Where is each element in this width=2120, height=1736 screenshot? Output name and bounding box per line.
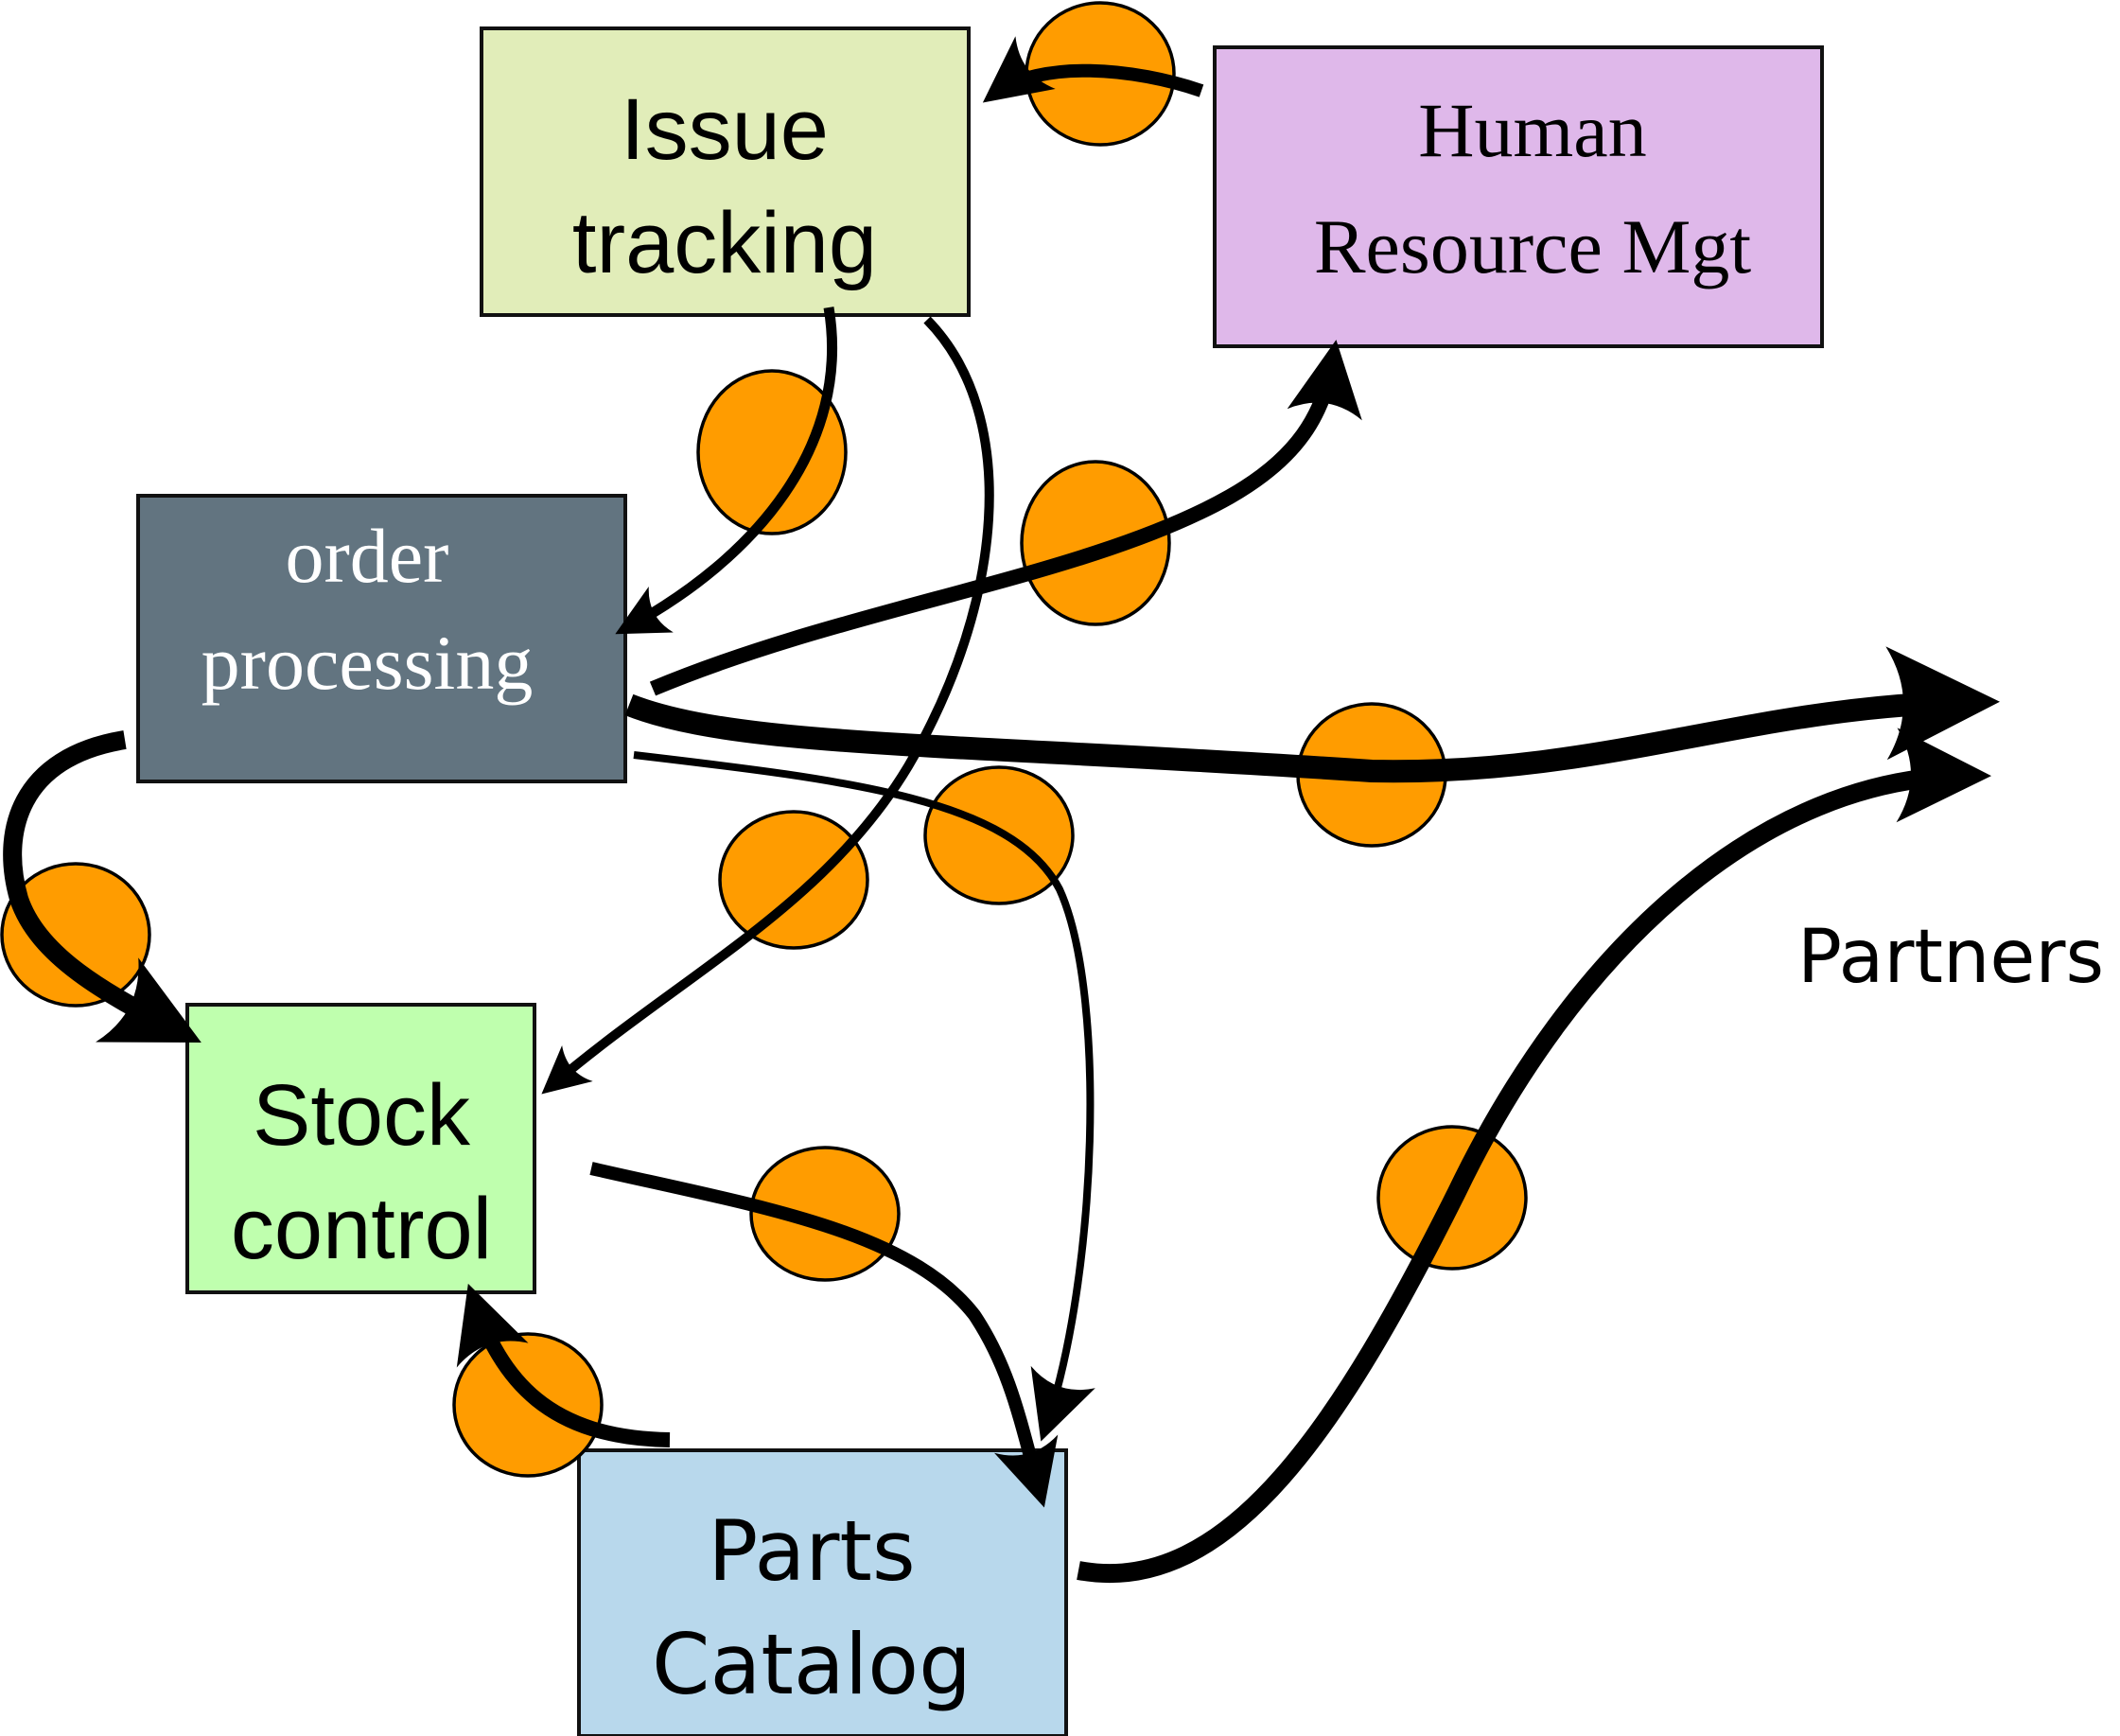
box-order-processing: order processing bbox=[136, 494, 627, 783]
integration-node bbox=[1020, 460, 1171, 626]
box-order-processing-line1: order bbox=[285, 513, 448, 599]
integration-node bbox=[452, 1332, 604, 1478]
box-stock-control-rect bbox=[185, 1003, 536, 1294]
box-parts-catalog-rect bbox=[577, 1448, 1068, 1736]
box-issue-tracking-line2: tracking bbox=[572, 195, 877, 291]
box-stock-control-line1: Stock bbox=[253, 1067, 471, 1164]
box-issue-tracking-rect bbox=[480, 26, 971, 317]
flow-order-to-hrm bbox=[649, 340, 1362, 696]
box-human-resource-mgt-line2: Resource Mgt bbox=[1314, 203, 1752, 289]
box-issue-tracking-line1: Issue bbox=[621, 81, 829, 178]
box-order-processing-rect bbox=[136, 494, 627, 783]
box-issue-tracking: Issue tracking bbox=[480, 26, 971, 317]
integration-node bbox=[718, 810, 869, 950]
flow-parts-to-stock bbox=[456, 1283, 671, 1447]
integration-node bbox=[696, 369, 848, 535]
integration-node bbox=[749, 1146, 901, 1282]
box-order-processing-line2: processing bbox=[201, 620, 534, 706]
flow-order-to-parts bbox=[633, 751, 1095, 1442]
flow-hrm-to-issue bbox=[982, 36, 1204, 103]
box-parts-catalog-line1: Parts bbox=[708, 1502, 916, 1600]
box-parts-catalog: Parts Catalog bbox=[577, 1448, 1068, 1736]
flow-parts-to-partners bbox=[1077, 728, 1991, 1584]
box-stock-control-line2: control bbox=[231, 1181, 492, 1277]
box-human-resource-mgt: Human Resource Mgt bbox=[1213, 45, 1824, 348]
flow-stock-to-parts bbox=[589, 1162, 1059, 1508]
flow-order-to-partners bbox=[624, 646, 2000, 783]
flows bbox=[3, 36, 2000, 1584]
box-stock-control: Stock control bbox=[185, 1003, 536, 1294]
box-parts-catalog-line2: Catalog bbox=[652, 1616, 972, 1713]
flow-order-to-stock bbox=[3, 730, 201, 1043]
flow-issue-to-order bbox=[615, 307, 838, 635]
flow-issue-to-stock bbox=[541, 316, 994, 1095]
box-human-resource-mgt-line1: Human bbox=[1418, 87, 1646, 173]
partners-label: Partners bbox=[1797, 915, 2104, 1000]
box-human-resource-mgt-rect bbox=[1213, 45, 1824, 348]
